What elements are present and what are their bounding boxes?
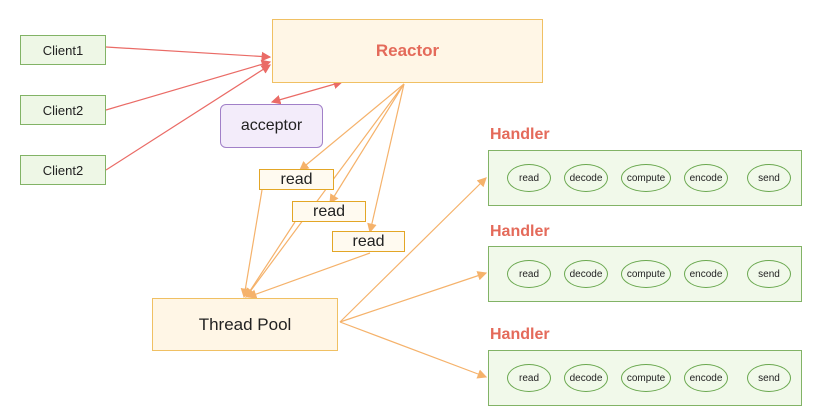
- pool-handler2-arrow: [339, 271, 488, 323]
- client2-arrow: [105, 59, 272, 111]
- step-read: read: [507, 364, 551, 392]
- pool-handler3-arrow: [339, 321, 488, 379]
- read2-pool-arrow: [245, 221, 296, 299]
- reactor-pool-arrow: [245, 83, 405, 298]
- client-3-box: Client2: [20, 155, 106, 185]
- step-decode: decode: [564, 260, 608, 288]
- client-1-box: Client1: [20, 35, 106, 65]
- handler-box-2: read decode compute encode send: [488, 246, 802, 302]
- reactor-read2-arrow: [329, 83, 405, 205]
- handler-box-1: read decode compute encode send: [488, 150, 802, 206]
- step-encode: encode: [684, 164, 728, 192]
- step-compute: compute: [621, 260, 671, 288]
- step-send: send: [747, 164, 791, 192]
- reactor-read1-arrow: [299, 83, 405, 171]
- step-compute: compute: [621, 164, 671, 192]
- step-send: send: [747, 364, 791, 392]
- reactor-box: Reactor: [272, 19, 543, 83]
- step-compute: compute: [621, 364, 671, 392]
- step-encode: encode: [684, 260, 728, 288]
- client-2-box: Client2: [20, 95, 106, 125]
- read1-pool-arrow: [240, 189, 263, 299]
- step-encode: encode: [684, 364, 728, 392]
- handler-title-3: Handler: [490, 326, 550, 343]
- handler-title-1: Handler: [490, 126, 550, 143]
- read-box-2: read: [292, 201, 366, 222]
- reactor-read3-arrow: [367, 83, 405, 234]
- pool-handler1-arrow: [339, 177, 487, 323]
- acceptor-reactor-arrow: [270, 79, 344, 105]
- step-read: read: [507, 164, 551, 192]
- step-decode: decode: [564, 164, 608, 192]
- step-decode: decode: [564, 364, 608, 392]
- handler-title-2: Handler: [490, 223, 550, 240]
- client3-arrow: [105, 64, 272, 171]
- handler-box-3: read decode compute encode send: [488, 350, 802, 406]
- client1-arrow: [105, 46, 272, 62]
- step-send: send: [747, 260, 791, 288]
- acceptor-box: acceptor: [220, 104, 323, 148]
- read-box-1: read: [259, 169, 334, 190]
- step-read: read: [507, 260, 551, 288]
- read-box-3: read: [332, 231, 405, 252]
- read3-pool-arrow: [246, 252, 371, 299]
- thread-pool-box: Thread Pool: [152, 298, 338, 351]
